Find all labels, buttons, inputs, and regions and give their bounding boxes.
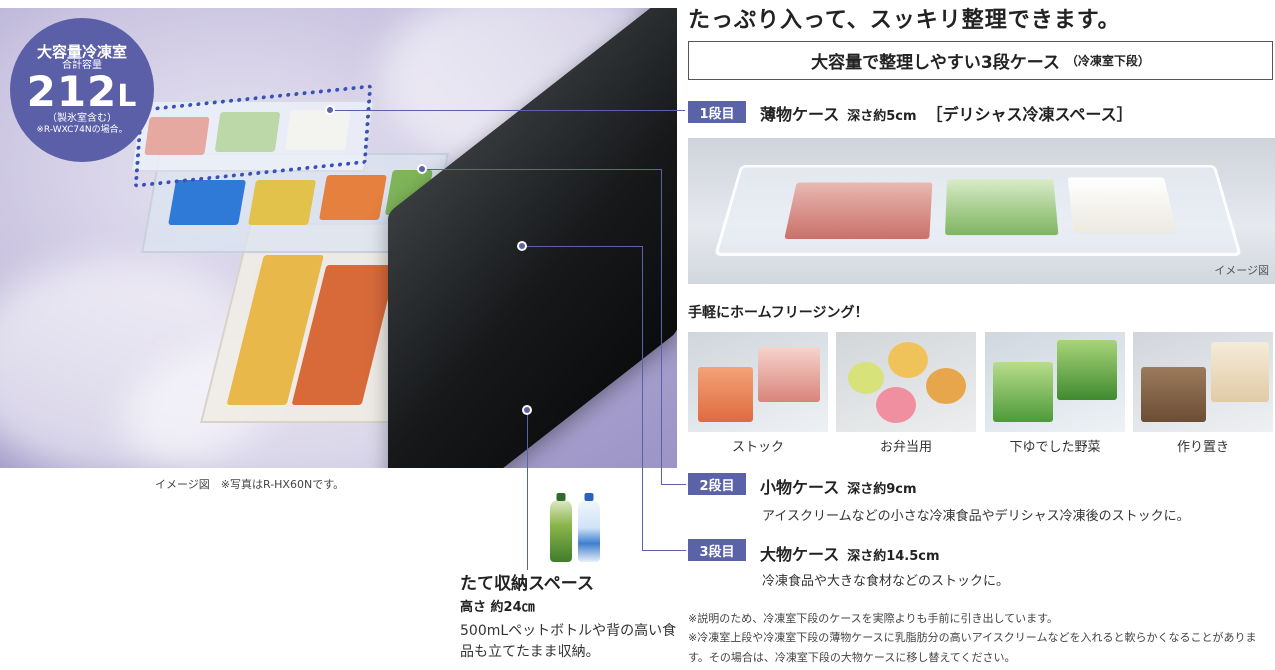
connector-dot-1	[325, 105, 335, 115]
tier-1-title: 薄物ケース深さ約5cm ［デリシャス冷凍スペース］	[760, 101, 1133, 125]
connector-line-1	[330, 110, 685, 111]
tier-1-extra: ［デリシャス冷凍スペース］	[926, 105, 1133, 124]
tier-2-name: 小物ケース	[760, 478, 840, 497]
photo-caption: イメージ図 ※写真はR-HX60Nです。	[155, 478, 345, 491]
connector-line-3v	[642, 246, 643, 550]
tray-caption: イメージ図	[1214, 264, 1269, 277]
tier-2-label: 2段目	[688, 473, 746, 495]
badge-unit: L	[117, 79, 138, 115]
badge-line2: 合計容量	[62, 60, 102, 72]
footnotes: ※説明のため、冷凍室下段のケースを実際よりも手前に引き出しています。 ※冷凍室上…	[688, 609, 1273, 667]
connector-line-2v	[661, 169, 662, 484]
connector-line-3h	[522, 246, 642, 247]
connector-line-3e	[642, 550, 686, 551]
footnote-1: ※説明のため、冷凍室下段のケースを実際よりも手前に引き出しています。	[688, 612, 1059, 625]
tier-2-title: 小物ケース深さ約9cm	[760, 474, 917, 498]
connector-line-2e	[661, 484, 686, 485]
connector-dot-3	[517, 241, 527, 251]
thumb-caption-bento: お弁当用	[879, 440, 932, 455]
badge-line4: （製氷室含む）	[47, 113, 117, 125]
green-tea-bottle	[550, 493, 572, 562]
thumb-vegetables	[985, 332, 1125, 432]
tier-1-depth: 深さ約5cm	[847, 109, 917, 124]
connector-line-2h	[422, 169, 662, 170]
connector-dot-tate	[522, 405, 532, 415]
thumb-caption-prepared: 作り置き	[1176, 440, 1229, 455]
water-bottle	[578, 493, 600, 562]
headline: たっぷり入って、スッキリ整理できます。	[688, 8, 1121, 33]
tier-1-name: 薄物ケース	[760, 105, 840, 124]
tate-title: たて収納スペース	[460, 574, 594, 594]
capacity-badge: 大容量冷凍室 合計容量 212L （製氷室含む） ※R-WXC74Nの場合。	[10, 18, 154, 162]
thin-tray	[714, 164, 1242, 256]
badge-number: 212	[26, 67, 118, 117]
home-freezing-title: 手軽にホームフリージング！	[688, 305, 869, 321]
case-box-sub: （冷凍室下段）	[1065, 54, 1150, 68]
footnote-2: ※冷凍室上段や冷凍室下段の薄物ケースに乳脂肪分の高いアイスクリームなどを入れると…	[688, 631, 1257, 664]
tier-3-label: 3段目	[688, 539, 746, 561]
tier-3-description: 冷凍食品や大きな食材などのストックに。	[762, 574, 1010, 589]
badge-line5: ※R-WXC74Nの場合。	[36, 125, 128, 136]
badge-capacity: 212L	[27, 71, 138, 113]
tate-description: 500mLペットボトルや背の高い食品も立てたまま収納。	[460, 623, 677, 660]
tier-3-name: 大物ケース	[760, 545, 840, 564]
thumb-caption-vegetables: 下ゆでした野菜	[1009, 440, 1101, 455]
connector-line-tate	[527, 410, 528, 570]
tier-1-label: 1段目	[688, 101, 746, 123]
thumb-caption-stock: ストック	[731, 440, 784, 455]
case-box: 大容量で整理しやすい3段ケース （冷凍室下段）	[688, 41, 1273, 80]
tate-height: 高さ 約24㎝	[460, 600, 535, 615]
freezer-photo	[0, 8, 677, 468]
tier-3-depth: 深さ約14.5cm	[847, 549, 940, 564]
thumb-stock	[688, 332, 828, 432]
connector-dot-2	[417, 164, 427, 174]
tier-2-depth: 深さ約9cm	[847, 482, 917, 497]
tier-2-description: アイスクリームなどの小さな冷凍食品やデリシャス冷凍後のストックに。	[762, 509, 1190, 524]
case-box-title: 大容量で整理しやすい3段ケース	[811, 53, 1060, 73]
thumb-bento	[836, 332, 976, 432]
thin-case-photo: イメージ図	[688, 138, 1275, 284]
badge-line1: 大容量冷凍室	[36, 42, 127, 61]
tier-3-title: 大物ケース深さ約14.5cm	[760, 541, 940, 565]
thumb-prepared	[1133, 332, 1273, 432]
